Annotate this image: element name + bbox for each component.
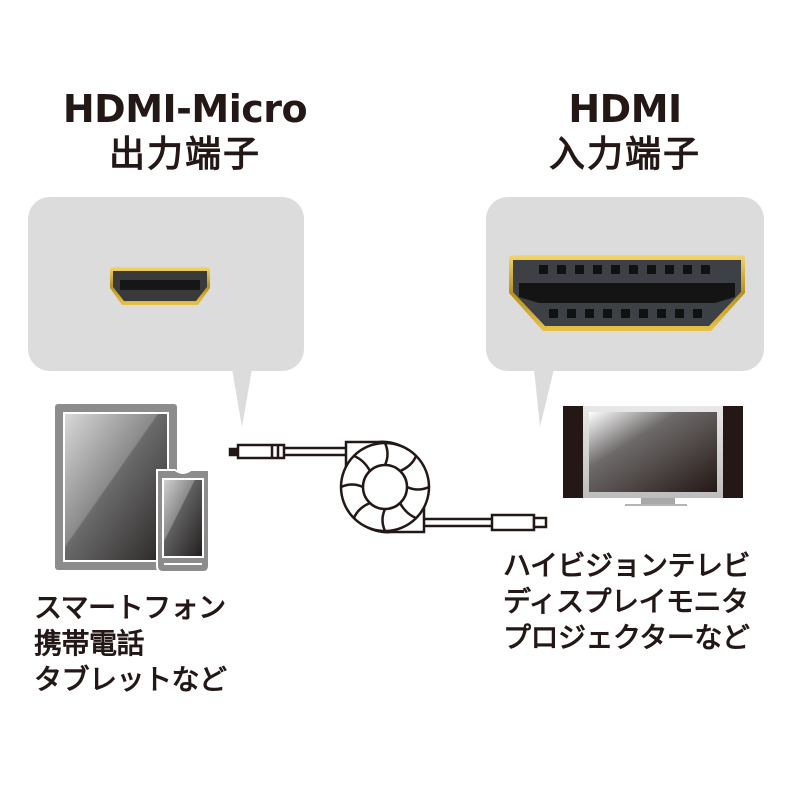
hdmi-micro-port-icon: [110, 267, 210, 305]
tv-icon: [563, 406, 743, 506]
retractable-cable-reel-icon: [228, 440, 548, 534]
title-line-1: HDMI: [568, 87, 682, 131]
display-devices-caption: ハイビジョンテレビ ディスプレイモニタ プロジェクターなど: [503, 548, 750, 656]
callout-tail-left: [232, 369, 252, 427]
source-devices-caption: スマートフォン 携帯電話 タブレットなど: [34, 590, 227, 698]
caption-line: タブレットなど: [34, 663, 227, 696]
hdmi-port-icon: [509, 255, 745, 331]
callout-tail-right: [534, 369, 554, 427]
title-line-1: HDMI-Micro: [62, 87, 308, 131]
tablet-icon: [55, 404, 177, 570]
hdmi-micro-output-title: HDMI-Micro 出力端子: [35, 86, 335, 178]
title-line-2: 入力端子: [548, 134, 701, 175]
caption-line: ディスプレイモニタ: [503, 585, 749, 618]
caption-line: スマートフォン: [34, 591, 226, 624]
title-line-2: 出力端子: [108, 134, 261, 175]
caption-line: プロジェクターなど: [503, 621, 750, 654]
smartphone-icon: [156, 469, 210, 573]
caption-line: ハイビジョンテレビ: [503, 549, 750, 582]
hdmi-input-title: HDMI 入力端子: [495, 86, 755, 178]
caption-line: 携帯電話: [34, 627, 145, 660]
